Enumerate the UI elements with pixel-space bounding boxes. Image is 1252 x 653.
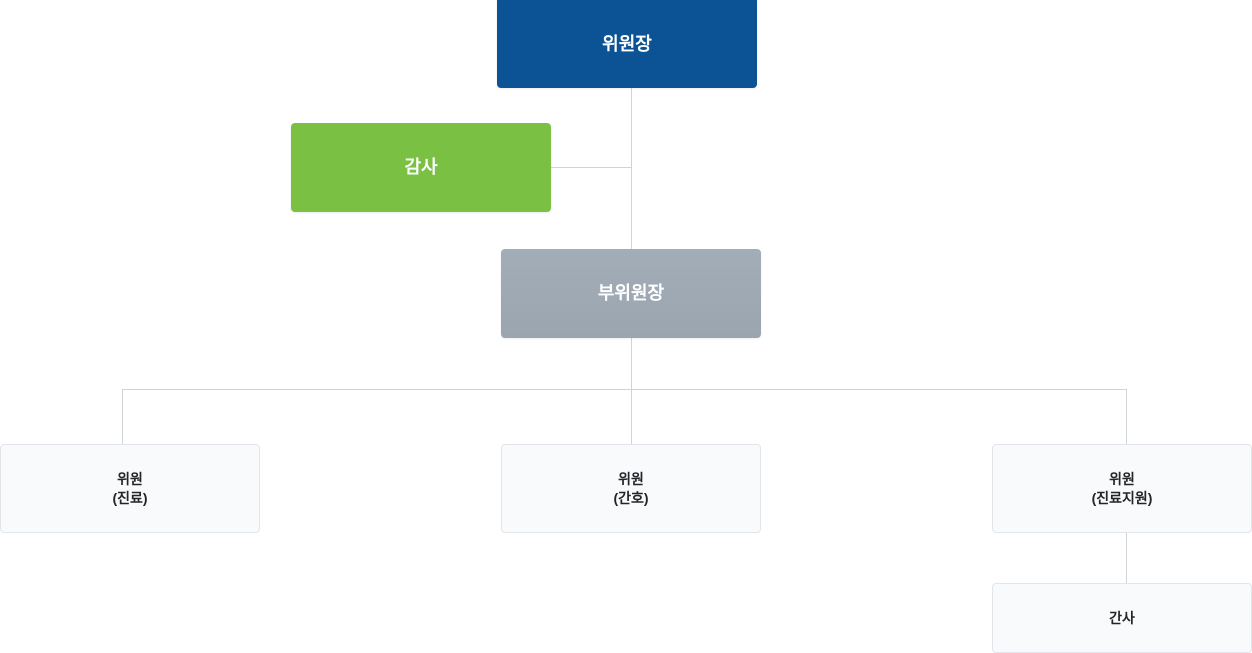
node-vice-chairperson[interactable]: 부위원장 [501, 249, 761, 338]
connector-drop-member-1 [122, 389, 123, 444]
connector-member-bus [122, 389, 1127, 390]
node-member-medical-support[interactable]: 위원 (진료지원) [992, 444, 1252, 533]
node-vice-chairperson-label: 부위원장 [597, 283, 665, 304]
node-auditor[interactable]: 감사 [291, 123, 551, 212]
connector-member3-to-secretary [1126, 533, 1127, 583]
node-member-medical-label: 위원 (진료) [112, 470, 148, 506]
connector-chair-to-auditor [551, 167, 632, 168]
node-chairperson-label: 위원장 [602, 33, 652, 54]
connector-chair-to-vice [631, 88, 632, 249]
node-member-medical[interactable]: 위원 (진료) [0, 444, 260, 533]
node-auditor-label: 감사 [404, 157, 438, 178]
node-secretary[interactable]: 간사 [992, 583, 1252, 653]
node-chairperson[interactable]: 위원장 [497, 0, 757, 88]
node-member-nursing-label: 위원 (간호) [613, 470, 649, 506]
node-member-medical-support-label: 위원 (진료지원) [1091, 470, 1153, 506]
node-secretary-label: 간사 [1109, 609, 1135, 626]
node-member-nursing[interactable]: 위원 (간호) [501, 444, 761, 533]
connector-drop-member-3 [1126, 389, 1127, 444]
connector-drop-member-2 [631, 389, 632, 444]
connector-vice-trunk [631, 338, 632, 389]
